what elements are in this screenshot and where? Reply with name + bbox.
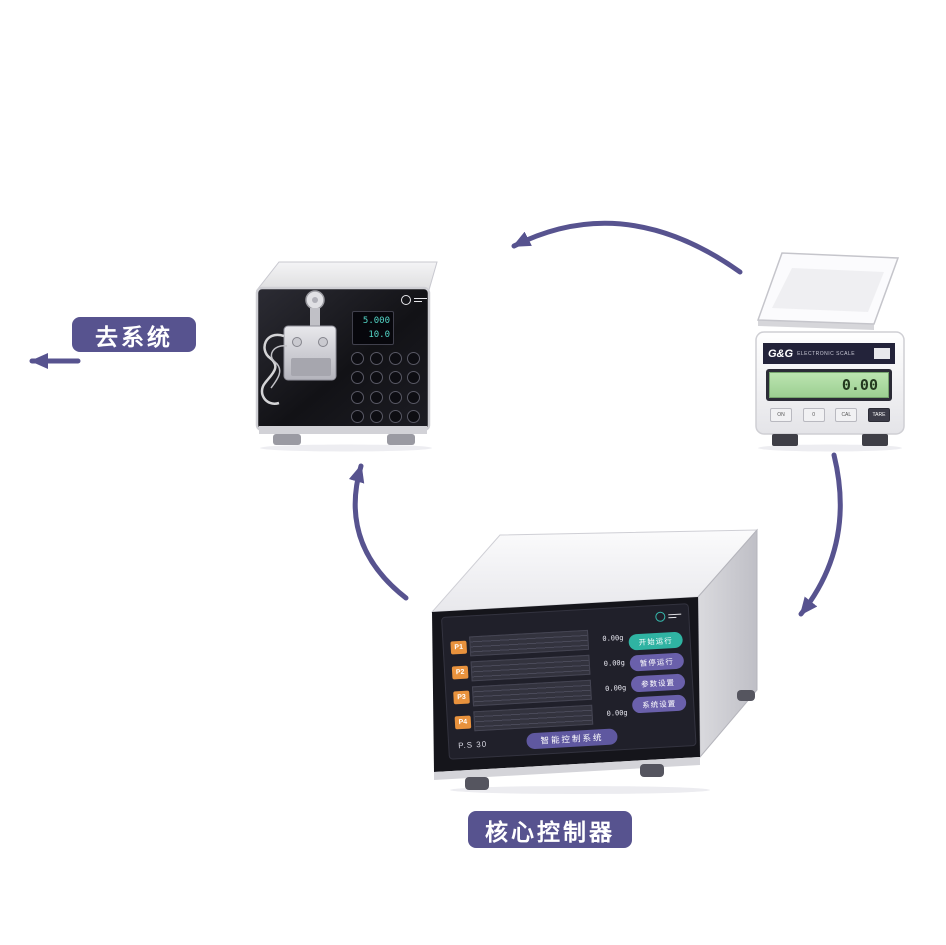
controller-screen-buttons: 开始运行 暂停运行 参数设置 系统设置 [628,624,687,724]
controller-channel-list: P1 0.00g P2 0.00g P3 0.00g [450,627,628,734]
pump-tubing [260,333,285,405]
arrow-controller-to-pump [348,463,409,601]
pump-key [369,390,383,404]
controller-model-text: P.S 30 [457,739,488,751]
scale-foot-right [862,434,888,446]
pump-knob-center [312,297,318,303]
electronic-scale-device: G&G ELECTRONIC SCALE 0.00 ON 0 CAL TARE [750,246,915,452]
pump-tubing-2 [270,345,288,389]
controller-foot-left [465,777,489,790]
pump-key [369,352,383,365]
scale-button-cal: CAL [835,408,858,422]
pump-key [351,371,364,385]
channel-value: 0.00g [606,708,628,718]
arrow-scale-to-pump [511,220,743,275]
pump-key [388,390,402,404]
scale-foot-left [772,434,798,446]
pump-foot-left [273,434,301,445]
channel-chart [469,629,590,657]
pump-key [388,409,402,423]
pump-shadow [260,444,432,452]
pump-key [407,371,421,385]
pump-logo-icon [401,295,411,305]
channel-chart [470,654,591,682]
scale-lcd: 0.00 [769,372,889,398]
controller-screen-body: P1 0.00g P2 0.00g P3 0.00g [450,624,687,734]
channel-tag: P1 [450,640,468,654]
channel-tag: P4 [454,715,472,729]
pump-head-nut-left [292,337,302,347]
scale-display-bezel: 0.00 [766,369,892,401]
label-to-system: 去系统 [72,317,196,352]
label-core-controller: 核心控制器 [468,811,632,848]
controller-foot-right [640,764,664,777]
scale-platter-edge [758,320,874,330]
pump-base-strip [259,426,427,434]
pump-foot-right [387,434,415,445]
scale-button-on: ON [770,408,792,422]
pump-head-lower [291,358,331,376]
scale-button-zero: 0 [802,408,825,422]
screen-button-params: 参数设置 [630,673,686,693]
scale-shadow [758,444,902,452]
pump-key [351,352,364,365]
scale-platter-reflection [772,268,884,312]
scale-subtitle-text: ELECTRONIC SCALE [797,350,856,357]
pump-key [369,371,383,385]
pump-key [407,352,421,365]
pump-lcd-line2: 10.0 [368,330,390,340]
screen-button-system: 系统设置 [631,694,687,714]
channel-chart [473,704,594,732]
screen-button-run: 开始运行 [628,631,684,651]
screen-button-pause: 暂停运行 [629,652,685,672]
pump-keypad [351,352,423,426]
pump-head-nut-right [318,337,328,347]
channel-value: 0.00g [603,658,626,668]
pump-key [407,390,421,404]
controller-brand-logo-icon [655,611,666,623]
pump-logo-text-mark [414,296,427,304]
pump-key [351,409,364,423]
channel-tag: P2 [451,665,469,679]
pump-lcd-line1: 5.000 [362,316,390,326]
scale-button-row: ON 0 CAL TARE [770,408,890,422]
controller-brand-logo-text-mark [668,612,682,620]
scale-brand-band: G&G ELECTRONIC SCALE [763,343,895,364]
channel-value: 0.00g [602,633,624,644]
pump-brand-logo [401,295,427,305]
arrow-scale-to-controller [798,452,843,617]
controller-touchscreen: P1 0.00g P2 0.00g P3 0.00g [441,603,697,760]
pump-key [351,390,364,404]
pump-lcd-display: 5.000 10.0 [352,311,394,345]
controller-base-strip [434,757,700,780]
controller-foot-back [737,690,755,701]
scale-button-tare: TARE [867,408,890,422]
pump-key [388,352,402,365]
scale-model-sticker [874,348,890,359]
scale-brand-text: G&G [768,347,794,360]
core-controller-device: P1 0.00g P2 0.00g P3 0.00g [425,520,765,796]
hplc-pump-device: 5.000 10.0 [253,256,439,452]
controller-banner: 智能控制系统 [526,728,618,750]
channel-value: 0.00g [604,683,627,693]
channel-tag: P3 [453,690,470,704]
pump-key [388,371,402,385]
pump-key [369,409,383,423]
channel-chart [471,679,592,707]
pump-top-face [255,261,438,291]
pump-key [407,409,421,423]
controller-shadow [450,786,710,794]
pump-head-stem [310,308,320,326]
